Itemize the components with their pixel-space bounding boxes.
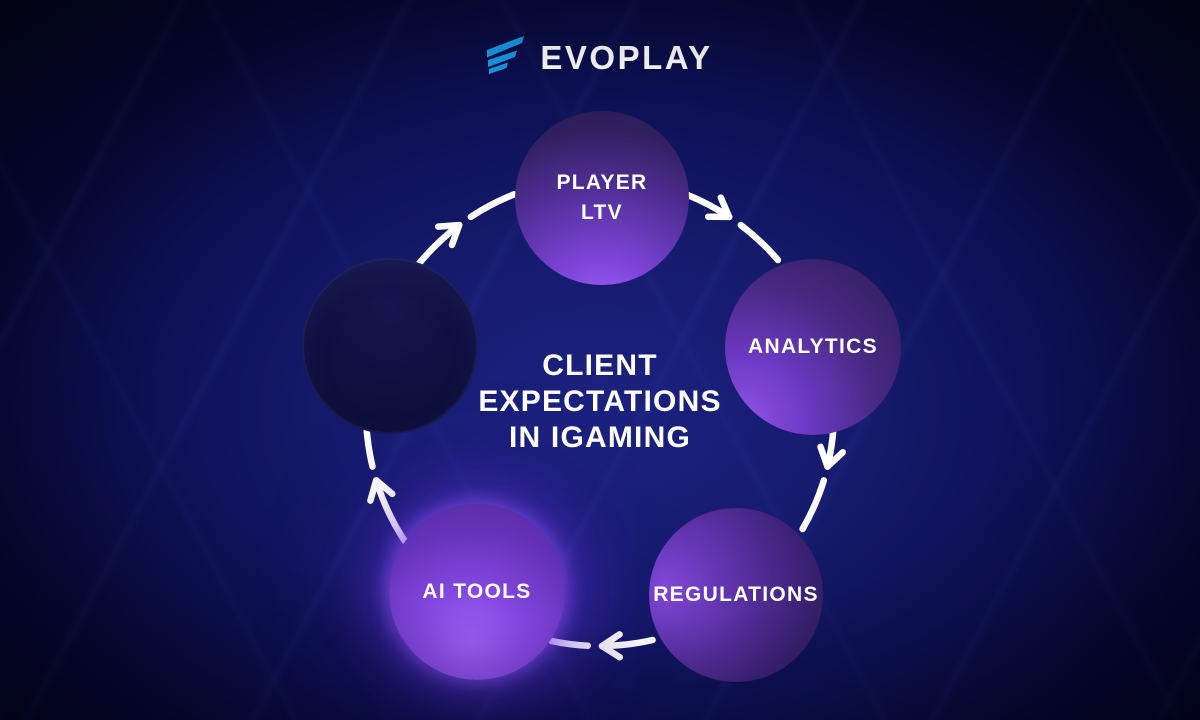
center-title-line-3: IN IGAMING xyxy=(509,421,691,454)
node-ai-tools-label: AI TOOLS xyxy=(422,580,532,603)
node-regulations: REGULATIONS xyxy=(649,508,823,682)
center-title-line-1: CLIENT xyxy=(542,349,658,382)
node-analytics: ANALYTICS xyxy=(725,259,901,435)
node-player-ltv-label: PLAYER LTV xyxy=(556,171,648,224)
node-ai-tools: AI TOOLS xyxy=(389,504,565,680)
arrow-analytics-to-regulations xyxy=(799,425,847,533)
center-title-line-2: EXPECTATIONS xyxy=(478,385,722,418)
arrow-player-ltv-to-analytics xyxy=(684,191,782,264)
arrow-regulations-to-ai-tools xyxy=(548,631,656,661)
arrow-unlabeled-to-player-ltv xyxy=(414,191,518,268)
node-analytics-label: ANALYTICS xyxy=(748,335,878,358)
center-title: CLIENT EXPECTATIONS IN IGAMING xyxy=(478,348,721,456)
arrow-ai-tools-to-unlabeled xyxy=(362,418,409,545)
node-unlabeled xyxy=(302,258,478,434)
node-player-ltv: PLAYER LTV xyxy=(515,111,689,285)
node-regulations-label: REGULATIONS xyxy=(653,583,819,606)
